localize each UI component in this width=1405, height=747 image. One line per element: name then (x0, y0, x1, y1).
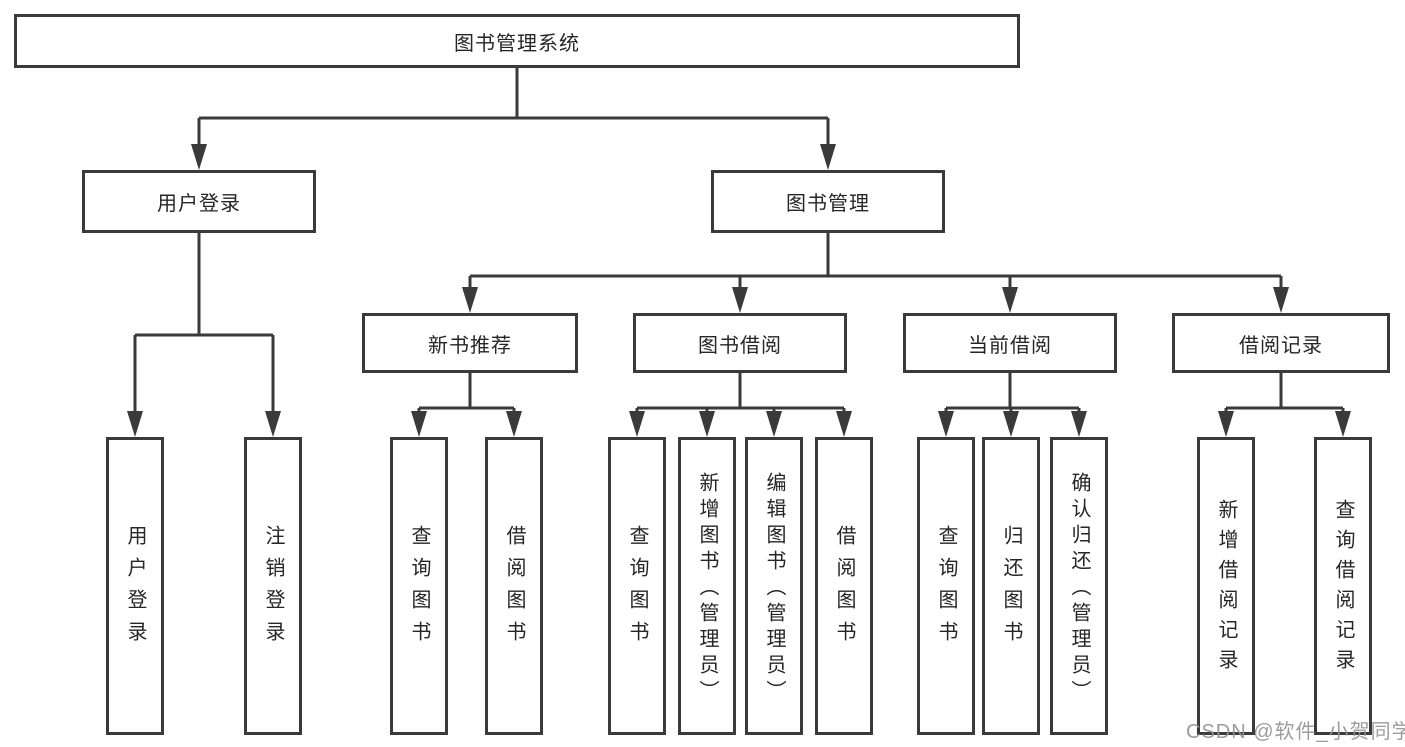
leaf-query-books-current: 查询图书 (917, 437, 975, 735)
node-book-borrow: 图书借阅 (633, 313, 847, 373)
node-user-login: 用户登录 (82, 170, 316, 233)
node-library-management-system: 图书管理系统 (14, 14, 1020, 68)
leaf-edit-books-admin: 编辑图书（管理员） (745, 437, 803, 735)
leaf-return-books: 归还图书 (982, 437, 1040, 735)
leaf-confirm-return-admin: 确认归还（管理员） (1050, 437, 1108, 735)
leaf-query-borrow-record: 查询借阅记录 (1314, 437, 1372, 735)
leaf-borrow-books-recommend: 借阅图书 (485, 437, 543, 735)
csdn-watermark: CSDN @软件_小贺同学 (1186, 721, 1405, 743)
node-book-management: 图书管理 (711, 170, 945, 233)
leaf-add-books-admin: 新增图书（管理员） (678, 437, 736, 735)
leaf-query-books-borrow: 查询图书 (608, 437, 666, 735)
leaf-query-books-recommend: 查询图书 (390, 437, 448, 735)
leaf-borrow-books: 借阅图书 (815, 437, 873, 735)
leaf-user-login: 用户登录 (106, 437, 164, 735)
leaf-add-borrow-record: 新增借阅记录 (1197, 437, 1255, 735)
leaf-logout: 注销登录 (244, 437, 302, 735)
node-borrow-records: 借阅记录 (1172, 313, 1390, 373)
node-new-book-recommend: 新书推荐 (362, 313, 578, 373)
node-current-borrow: 当前借阅 (903, 313, 1117, 373)
